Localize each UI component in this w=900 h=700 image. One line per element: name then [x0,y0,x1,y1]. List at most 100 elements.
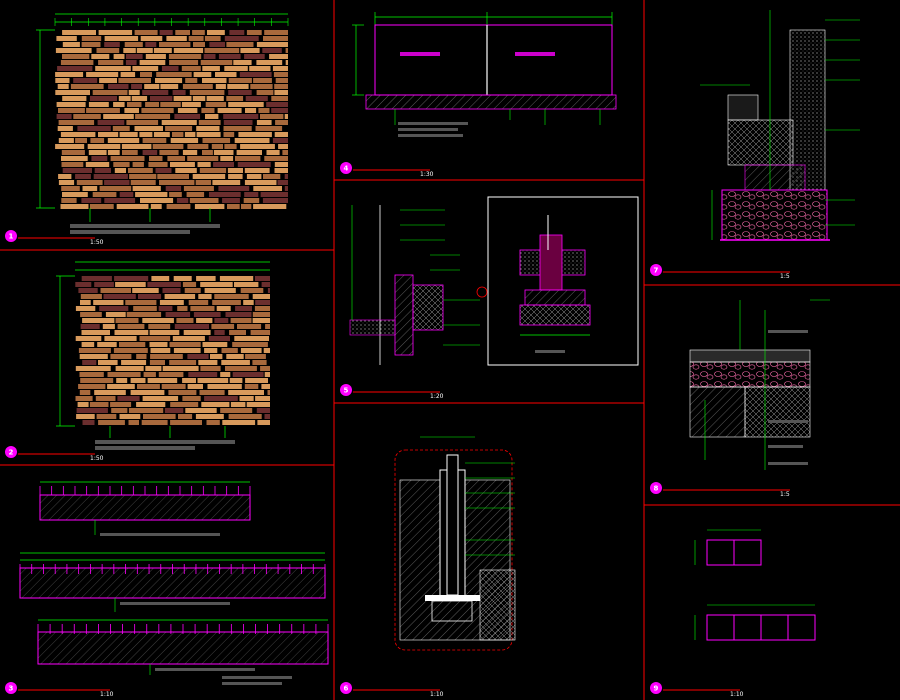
brick [95,66,131,71]
panel-3-scale: 1:10 [100,691,114,698]
brick [204,348,218,353]
brick [104,198,136,203]
brick [250,84,273,89]
brick [55,78,70,83]
brick [81,276,112,281]
brick [115,366,144,371]
brick [86,72,119,77]
brick [150,354,183,359]
brick [130,390,165,395]
brick [201,108,215,113]
brick [252,318,270,323]
brick [124,108,139,113]
detail-number-6 [340,682,352,694]
brick [119,192,134,197]
brick [173,96,192,101]
brick [173,48,204,53]
brick [120,72,136,77]
brick [169,60,199,65]
brick [244,168,270,173]
panel-5-scale: 1:20 [430,393,444,400]
brick [87,144,121,149]
brick [132,162,144,167]
brick [222,198,240,203]
brick [92,192,117,197]
brick [170,162,195,167]
brick [169,192,182,197]
brick [204,36,221,41]
brick [161,66,179,71]
brick [58,174,72,179]
brick [111,408,128,413]
brick [167,156,185,161]
brick [240,348,262,353]
brick [62,192,88,197]
brick [126,54,143,59]
brick [91,156,108,161]
brick [228,90,252,95]
brick-pattern-1 [55,30,288,209]
brick [161,120,197,125]
brick [132,288,159,293]
brick [57,66,93,71]
brick [262,198,288,203]
brick [58,138,74,143]
brick [153,132,170,137]
brick [253,78,272,83]
brick [56,36,77,41]
brick [182,378,196,383]
brick [118,96,131,101]
brick [226,96,244,101]
brick [147,282,181,287]
brick [215,84,226,89]
panel-4-scale: 1:30 [420,171,434,178]
brick [100,288,131,293]
brick [139,60,166,65]
brick [170,402,199,407]
brick [267,288,270,293]
brick [194,204,225,209]
brick [158,306,173,311]
brick [229,30,245,35]
brick [187,144,209,149]
brick [76,414,95,419]
brick [223,114,259,119]
brick [177,306,188,311]
brick [284,114,288,119]
brick [80,378,114,383]
brick [224,66,248,71]
brick [239,72,272,77]
brick [186,192,205,197]
brick [77,126,111,131]
panel-8-paving-section: 8 1:5 [650,299,830,498]
brick [142,138,167,143]
brick [192,30,205,35]
brick [62,168,92,173]
brick [136,48,153,53]
brick [110,402,132,407]
brick [56,114,72,119]
brick [188,36,204,41]
brick [98,60,124,65]
brick [240,144,275,149]
detail-inset-frame [487,196,639,366]
brick [197,162,211,167]
brick [223,132,235,137]
brick [150,96,173,101]
brick [212,300,241,305]
brick [230,402,246,407]
brick [206,96,224,101]
brick [80,312,102,317]
panel-8-scale: 1:5 [780,491,790,498]
brick [139,336,171,341]
brick [230,318,252,323]
brick [197,378,229,383]
brick [99,306,129,311]
brick [113,162,130,167]
brick [79,354,108,359]
brick [225,312,252,317]
brick [216,306,231,311]
brick [135,192,168,197]
brick [135,114,171,119]
brick [188,300,209,305]
